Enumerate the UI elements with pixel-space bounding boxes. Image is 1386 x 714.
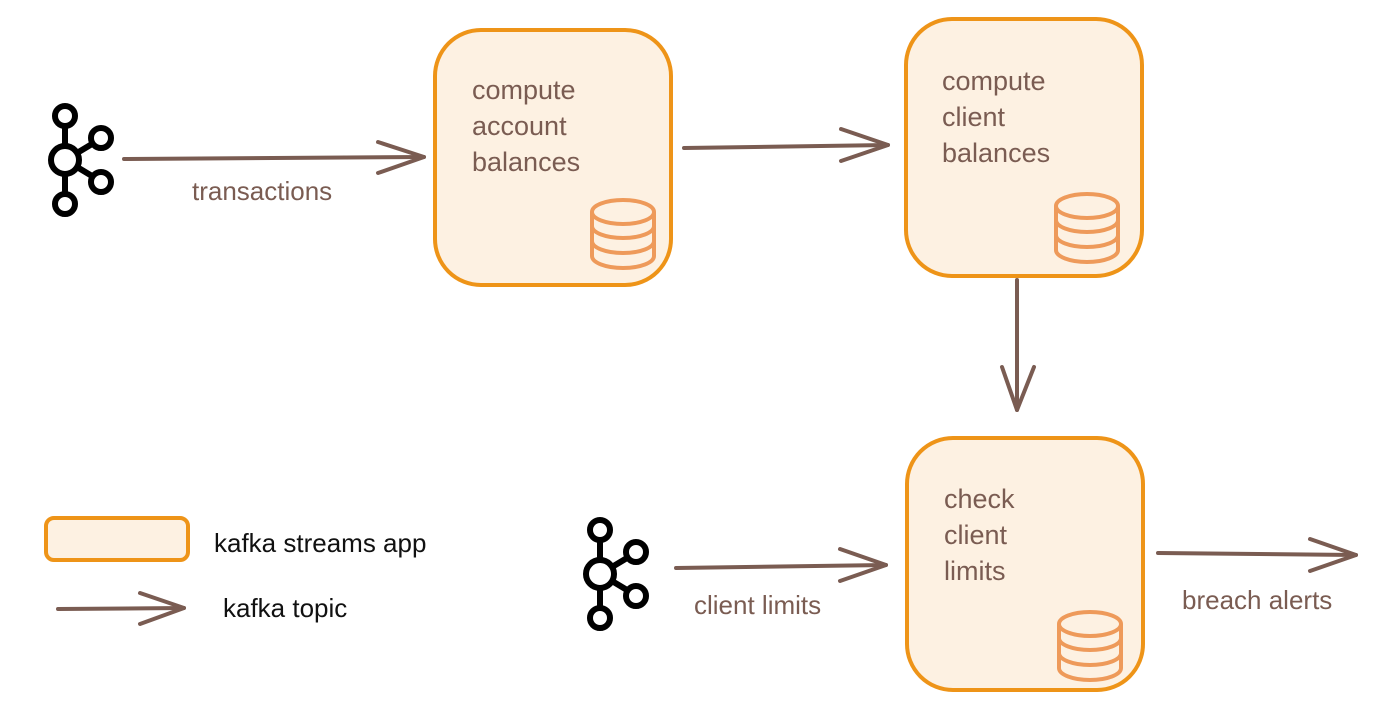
arrow-breach-alerts (1156, 537, 1358, 573)
node-label-line: balances (942, 138, 1050, 168)
node-compute-client-balances: compute client balances (904, 17, 1144, 278)
node-label-line: balances (472, 147, 580, 177)
arrow-client-to-limits (1000, 278, 1036, 412)
node-label-line: client (944, 520, 1008, 550)
node-label-line: compute (942, 66, 1046, 96)
edge-label-breach-alerts: breach alerts (1182, 585, 1332, 615)
arrow-account-to-client (682, 127, 890, 163)
node-label-line: account (472, 111, 567, 141)
node-label-line: compute (472, 75, 576, 105)
node-label-line: client (942, 102, 1006, 132)
node-label-line: limits (944, 556, 1006, 586)
legend-app-swatch (44, 516, 190, 562)
arrow-client-limits (674, 547, 888, 583)
node-check-client-limits: check client limits (905, 436, 1145, 692)
edge-label-transactions: transactions (192, 176, 332, 206)
legend-topic-label: kafka topic (223, 593, 347, 623)
legend-topic-arrow (56, 591, 186, 626)
node-label-line: check (944, 484, 1015, 514)
kafka-topic-icon (586, 520, 646, 628)
kafka-topic-icon (51, 106, 111, 214)
node-compute-account-balances: compute account balances (433, 28, 673, 287)
arrow-transactions (122, 140, 426, 175)
legend: kafka streams app kafka topic (44, 516, 426, 626)
edge-label-client-limits: client limits (694, 590, 821, 620)
legend-app-label: kafka streams app (214, 528, 426, 558)
